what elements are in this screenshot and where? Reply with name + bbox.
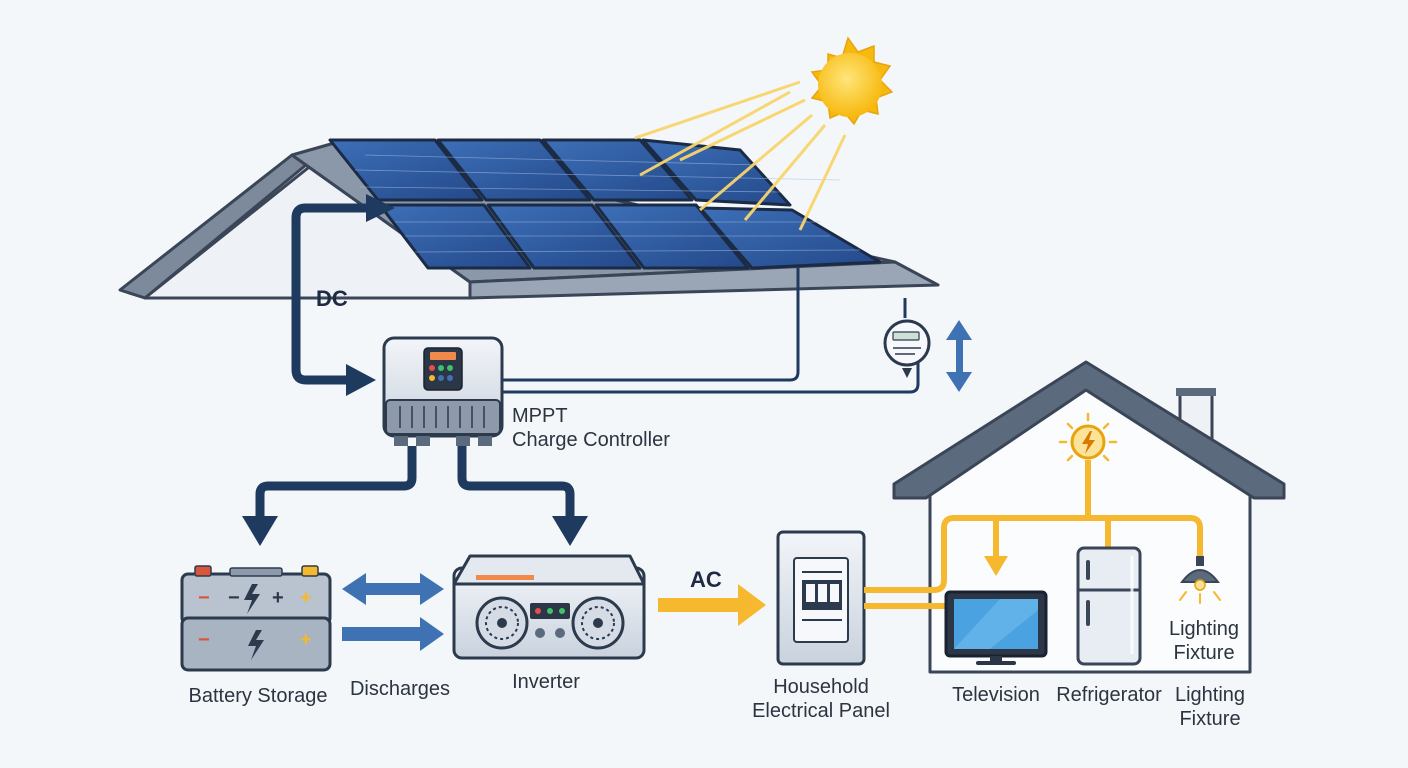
lighting-fixture-inside-label: Lighting Fixture	[1169, 617, 1239, 665]
arrow-to-television	[984, 556, 1008, 576]
dc-label: DC	[316, 286, 348, 311]
svg-text:+: +	[300, 587, 312, 609]
electrical-panel-label-line1: Household	[773, 676, 869, 698]
electrical-panel-label-line2: Electrical Panel	[752, 700, 890, 722]
lamp-icon	[1179, 556, 1221, 604]
lighting-fixture-line1: Lighting	[1174, 684, 1246, 706]
inverter-icon	[452, 554, 646, 660]
inverter-label: Inverter	[512, 671, 580, 693]
charge-controller-label-line2: Charge Controller	[512, 429, 670, 451]
charge-controller-label: MPPT Charge Controller	[512, 404, 670, 452]
solar-panel	[486, 203, 642, 270]
ac-arrow	[658, 584, 766, 626]
lighting-fixture-line2: Fixture	[1179, 708, 1241, 730]
arrow-to-inverter	[552, 516, 588, 546]
controller-output-wiring	[255, 446, 575, 520]
meter-icon	[883, 319, 931, 378]
bulb-icon	[1058, 412, 1118, 462]
arrow-to-controller	[346, 364, 376, 396]
television-icon	[944, 590, 1048, 665]
refrigerator-label: Refrigerator	[1056, 684, 1162, 706]
lighting-fixture-inside-line1: Lighting	[1168, 618, 1240, 640]
solar-panel	[436, 138, 592, 202]
refrigerator-icon	[1076, 546, 1142, 666]
ac-label: AC	[690, 567, 722, 592]
charge-controller-icon	[382, 336, 504, 446]
battery-label: Battery Storage	[188, 685, 328, 707]
sun-rays	[634, 80, 847, 231]
arrow-to-panels	[366, 194, 395, 222]
electrical-panel-label: Household Electrical Panel	[752, 675, 890, 723]
solar-panel-array	[328, 138, 882, 270]
solar-panel	[698, 206, 882, 270]
battery-inverter-flow	[342, 573, 444, 651]
svg-text:+: +	[272, 587, 284, 609]
discharges-label: Discharges	[349, 678, 451, 700]
svg-text:−: −	[198, 587, 210, 609]
solar-panel	[541, 138, 694, 202]
battery-icon: − − + + − +	[180, 565, 332, 672]
sun-icon	[810, 36, 894, 126]
grid-exchange-arrow	[946, 320, 972, 392]
lighting-fixture-inside-line2: Fixture	[1173, 642, 1235, 664]
ac-wiring	[864, 460, 1203, 609]
electrical-panel-icon	[776, 530, 866, 666]
arrow-to-battery	[242, 516, 278, 546]
svg-text:−: −	[198, 629, 210, 651]
panel-to-controller-wire	[500, 268, 920, 394]
svg-text:−: −	[228, 587, 240, 609]
svg-text:+: +	[300, 629, 312, 651]
charge-controller-label-line1: MPPT	[512, 405, 568, 427]
lighting-fixture-label: Lighting Fixture	[1175, 683, 1245, 731]
dc-wiring	[291, 203, 375, 385]
television-label: Television	[952, 684, 1040, 706]
solar-panel	[594, 203, 750, 270]
